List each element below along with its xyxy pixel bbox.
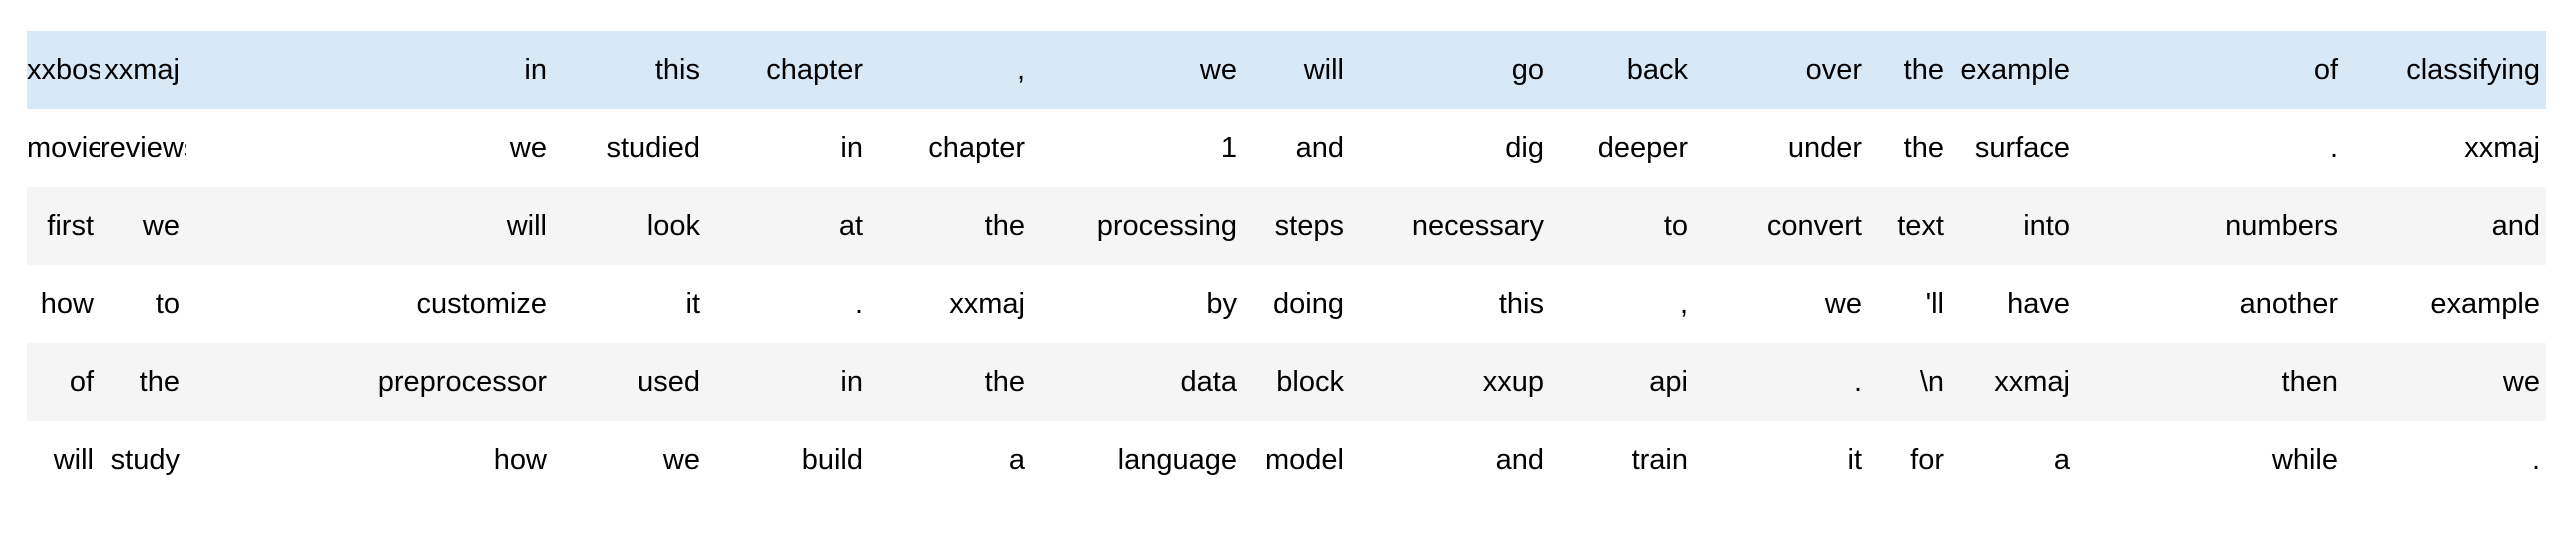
token-cell: look — [553, 187, 706, 265]
token-cell: chapter — [869, 109, 1031, 187]
token-cell: study — [100, 421, 186, 499]
token-cell: will — [27, 421, 100, 499]
token-cell: will — [186, 187, 553, 265]
token-cell: how — [186, 421, 553, 499]
token-cell: . — [2076, 109, 2344, 187]
token-cell: another — [2076, 265, 2344, 343]
token-cell: go — [1350, 31, 1550, 109]
token-cell: and — [1243, 109, 1350, 187]
token-cell: , — [1550, 265, 1694, 343]
token-cell: reviews — [100, 109, 186, 187]
token-cell: data — [1031, 343, 1243, 421]
token-cell: we — [186, 109, 553, 187]
token-cell: to — [1550, 187, 1694, 265]
token-cell: necessary — [1350, 187, 1550, 265]
token-cell: xxmaj — [100, 31, 186, 109]
token-cell: api — [1550, 343, 1694, 421]
token-cell: classifying — [2344, 31, 2546, 109]
token-cell: it — [553, 265, 706, 343]
token-cell: how — [27, 265, 100, 343]
token-cell: we — [553, 421, 706, 499]
token-cell: the — [100, 343, 186, 421]
token-cell: and — [1350, 421, 1550, 499]
token-cell: at — [706, 187, 869, 265]
token-cell: xxbos — [27, 31, 100, 109]
token-cell: in — [706, 343, 869, 421]
token-cell: this — [1350, 265, 1550, 343]
token-cell: 1 — [1031, 109, 1243, 187]
token-cell: example — [1950, 31, 2076, 109]
token-cell: model — [1243, 421, 1350, 499]
token-cell: xxup — [1350, 343, 1550, 421]
token-cell: of — [2076, 31, 2344, 109]
token-cell: will — [1243, 31, 1350, 109]
token-cell: the — [869, 343, 1031, 421]
token-cell: preprocessor — [186, 343, 553, 421]
token-cell: surface — [1950, 109, 2076, 187]
token-cell: train — [1550, 421, 1694, 499]
token-cell: over — [1694, 31, 1868, 109]
token-cell: in — [706, 109, 869, 187]
token-cell: of — [27, 343, 100, 421]
token-cell: while — [2076, 421, 2344, 499]
token-cell: chapter — [706, 31, 869, 109]
token-cell: in — [186, 31, 553, 109]
token-cell: we — [1031, 31, 1243, 109]
token-cell: build — [706, 421, 869, 499]
token-cell: we — [2344, 343, 2546, 421]
token-cell: block — [1243, 343, 1350, 421]
token-cell: the — [869, 187, 1031, 265]
token-cell: a — [1950, 421, 2076, 499]
token-cell: used — [553, 343, 706, 421]
token-cell: a — [869, 421, 1031, 499]
token-cell: the — [1868, 31, 1950, 109]
token-cell: example — [2344, 265, 2546, 343]
token-cell: processing — [1031, 187, 1243, 265]
token-cell: deeper — [1550, 109, 1694, 187]
table-row: moviereviewswestudiedinchapter1anddigdee… — [27, 109, 2546, 187]
token-cell: . — [706, 265, 869, 343]
token-cell: back — [1550, 31, 1694, 109]
token-cell: for — [1868, 421, 1950, 499]
token-cell: then — [2076, 343, 2344, 421]
token-cell: , — [869, 31, 1031, 109]
token-cell: have — [1950, 265, 2076, 343]
token-cell: we — [1694, 265, 1868, 343]
token-cell: text — [1868, 187, 1950, 265]
token-cell: dig — [1350, 109, 1550, 187]
token-cell: . — [1694, 343, 1868, 421]
token-cell: steps — [1243, 187, 1350, 265]
token-cell: . — [2344, 421, 2546, 499]
token-cell: to — [100, 265, 186, 343]
token-cell: language — [1031, 421, 1243, 499]
token-cell: numbers — [2076, 187, 2344, 265]
token-cell: the — [1868, 109, 1950, 187]
token-cell: it — [1694, 421, 1868, 499]
token-cell: studied — [553, 109, 706, 187]
token-cell: xxmaj — [1950, 343, 2076, 421]
token-cell: under — [1694, 109, 1868, 187]
token-cell: into — [1950, 187, 2076, 265]
token-cell: xxmaj — [2344, 109, 2546, 187]
token-cell: first — [27, 187, 100, 265]
token-cell: and — [2344, 187, 2546, 265]
token-cell: this — [553, 31, 706, 109]
token-cell: \n — [1868, 343, 1950, 421]
token-cell: doing — [1243, 265, 1350, 343]
token-cell: movie — [27, 109, 100, 187]
token-cell: by — [1031, 265, 1243, 343]
token-cell: 'll — [1868, 265, 1950, 343]
token-cell: we — [100, 187, 186, 265]
token-cell: convert — [1694, 187, 1868, 265]
token-cell: xxmaj — [869, 265, 1031, 343]
token-cell: customize — [186, 265, 553, 343]
